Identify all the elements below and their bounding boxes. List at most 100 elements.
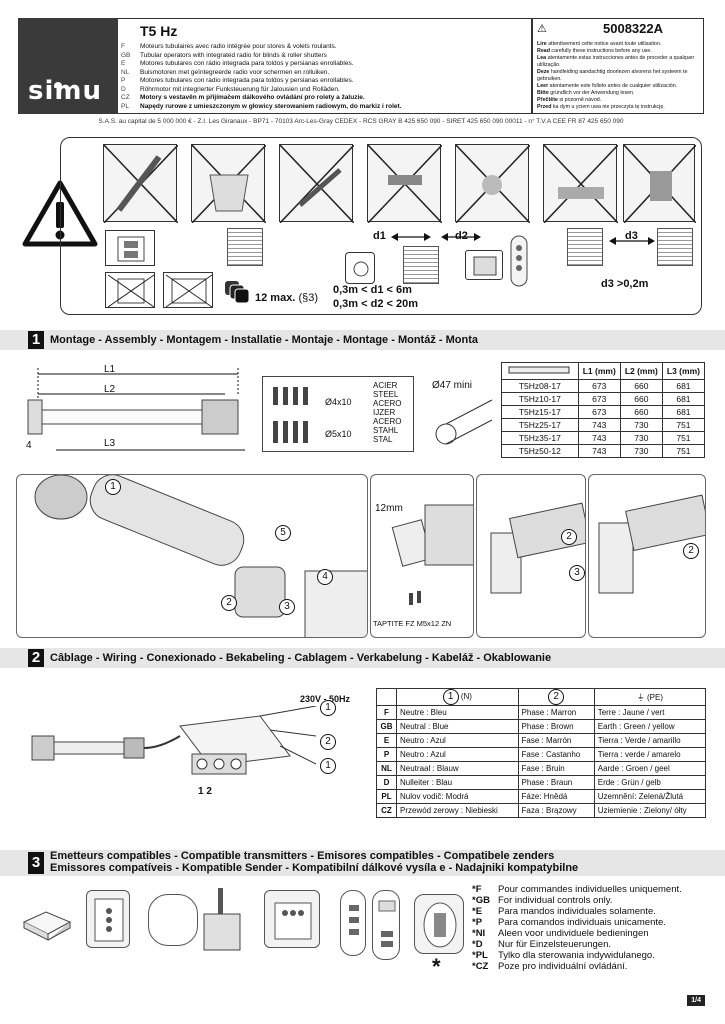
wire-color-cell: Aarde : Groen / geel — [593, 761, 707, 776]
wire-color-cell: Fáze: Hnědá — [517, 789, 595, 804]
warning-lines: Lire attentivement cette notice avant to… — [537, 41, 700, 111]
note-key: *PL — [472, 950, 488, 961]
description-line: Motores tubulares con radio integrada pa… — [140, 77, 354, 84]
lang-code: P — [121, 77, 126, 84]
warning-line: Leer atentamente este folleto antes de c… — [537, 83, 700, 90]
d2-range: 0,3m < d2 < 20m — [333, 298, 418, 310]
wire-color-cell: Terre : Jaune / vert — [593, 705, 707, 720]
section-3-bar — [0, 850, 725, 876]
brand-wordmark: simu — [28, 76, 102, 106]
safety-panel: 12 max. (§3) d1 d2 0,3m < d1 < 6m 0,3m <… — [60, 137, 702, 315]
material-name: STEEL — [373, 390, 399, 399]
shutter-icon — [657, 228, 693, 266]
language-cell: GB — [376, 719, 397, 734]
wire-color-cell: Phase : Marron — [517, 705, 595, 720]
screw-size-a: Ø4x10 — [325, 397, 352, 407]
warning-lead: Lire — [537, 41, 547, 47]
note-text: Poze pro individuální ovládání. — [498, 961, 628, 972]
wire-color-cell: Faza : Brązowy — [517, 803, 595, 818]
warning-lead: Deze — [537, 69, 550, 75]
wiring-diagram — [31, 706, 317, 775]
product-title: T5 Hz — [140, 23, 178, 39]
neutral-header: 1 (N) — [396, 688, 519, 706]
supply-voltage: 230V - 50Hz — [300, 694, 351, 704]
warning-text: ka dym u yciem uwa nie przeczyta tę inst… — [551, 104, 665, 110]
wire-color-cell: Neutre : Bleu — [396, 705, 519, 720]
model-cell: T5Hz50-12 — [501, 444, 579, 458]
logo-mark — [54, 82, 62, 88]
callout-3: 3 — [569, 565, 585, 581]
note-text: For individual controls only. — [498, 895, 613, 906]
warning-text: atentamente estas instrucciones antes de… — [537, 55, 695, 68]
no-drop-icon — [367, 144, 442, 223]
wire-color-cell: Uziemienie : Zielony/ ółty — [593, 803, 707, 818]
dimension-cell: 681 — [661, 392, 706, 406]
model-cell: T5Hz35-17 — [501, 431, 579, 445]
no-impact-icon — [279, 144, 354, 223]
callout-4: 4 — [317, 569, 333, 585]
assembly-panel-support-alt: 2 — [588, 474, 706, 638]
wire-callout-ground: 1 — [320, 700, 336, 716]
lang-code: E — [121, 60, 126, 67]
warning-text: carefully these instructions before any … — [549, 48, 652, 54]
dimension-cell: 751 — [661, 444, 706, 458]
dim-offset-label: 4 — [26, 440, 32, 451]
section-3-number: 3 — [28, 852, 44, 874]
keyfob-transmitter-icon — [148, 894, 198, 946]
no-water-immersion-icon — [191, 144, 266, 223]
earth-tag: (PE) — [646, 692, 663, 702]
dimension-cell: 751 — [661, 418, 706, 432]
note-text: Pour commandes individuelles uniquement. — [498, 884, 682, 895]
warning-lead: Read — [537, 48, 550, 54]
dimension-cell: 673 — [577, 379, 621, 393]
warning-icon: ⚠ — [537, 23, 547, 35]
wire-color-cell: Fase : Marrón — [517, 733, 595, 748]
wire-color-cell: Phase : Braun — [517, 775, 595, 790]
individual-only-marker: * — [432, 954, 441, 979]
wall-transmitter-icon — [86, 890, 130, 948]
circled-2: 2 — [548, 689, 565, 705]
note-key: *E — [472, 906, 483, 917]
warning-lead: Lea — [537, 55, 547, 61]
remote-control-icon — [510, 235, 528, 287]
lang-code: GB — [121, 51, 131, 59]
wire-color-cell: Neutral : Blue — [396, 719, 519, 734]
no-rocker-switch-icon — [163, 272, 213, 308]
callout-5: 5 — [275, 525, 291, 541]
warning-line: Deze handleiding aandachtig doorlezen al… — [537, 69, 700, 83]
description-line: Buismotoren met geïntegreerde radio voor… — [140, 68, 330, 76]
lang-code: PL — [121, 102, 129, 110]
dimension-cell: 681 — [661, 405, 706, 419]
stacked-remotes-icon — [225, 281, 250, 304]
document-reference: 5008322A — [603, 21, 663, 36]
table-header-icon — [501, 362, 579, 380]
warning-text: handleiding aandachtig doorlezen alvoren… — [537, 69, 688, 82]
wire-color-cell: Tierra : verde / amarelo — [593, 747, 707, 762]
assembly-panel-support: 2 3 — [476, 474, 586, 638]
dim-l1-label: L1 — [104, 364, 116, 375]
d2-label: d2 — [455, 230, 468, 242]
table-header: L2 (mm) — [619, 362, 663, 380]
no-cut-cable-icon — [455, 144, 530, 223]
section-1-bar — [0, 330, 725, 350]
warning-lead: Bitte — [537, 90, 549, 96]
no-screw-tube-icon — [543, 144, 618, 223]
callout-3: 3 — [279, 599, 295, 615]
no-drill-head-icon — [623, 144, 696, 223]
description-line: Napędy rurowe z umieszczonym w głowicy s… — [140, 102, 402, 110]
note-text: Tylko dla sterowania indywidulanego. — [498, 950, 655, 961]
material-name: STAL — [373, 435, 393, 444]
plug-in-receiver-icon — [264, 890, 320, 948]
ground-icon: ⏚ — [636, 692, 645, 702]
table-header: L1 (mm) — [577, 362, 621, 380]
tube-diameter-label: Ø47 mini — [432, 380, 473, 391]
